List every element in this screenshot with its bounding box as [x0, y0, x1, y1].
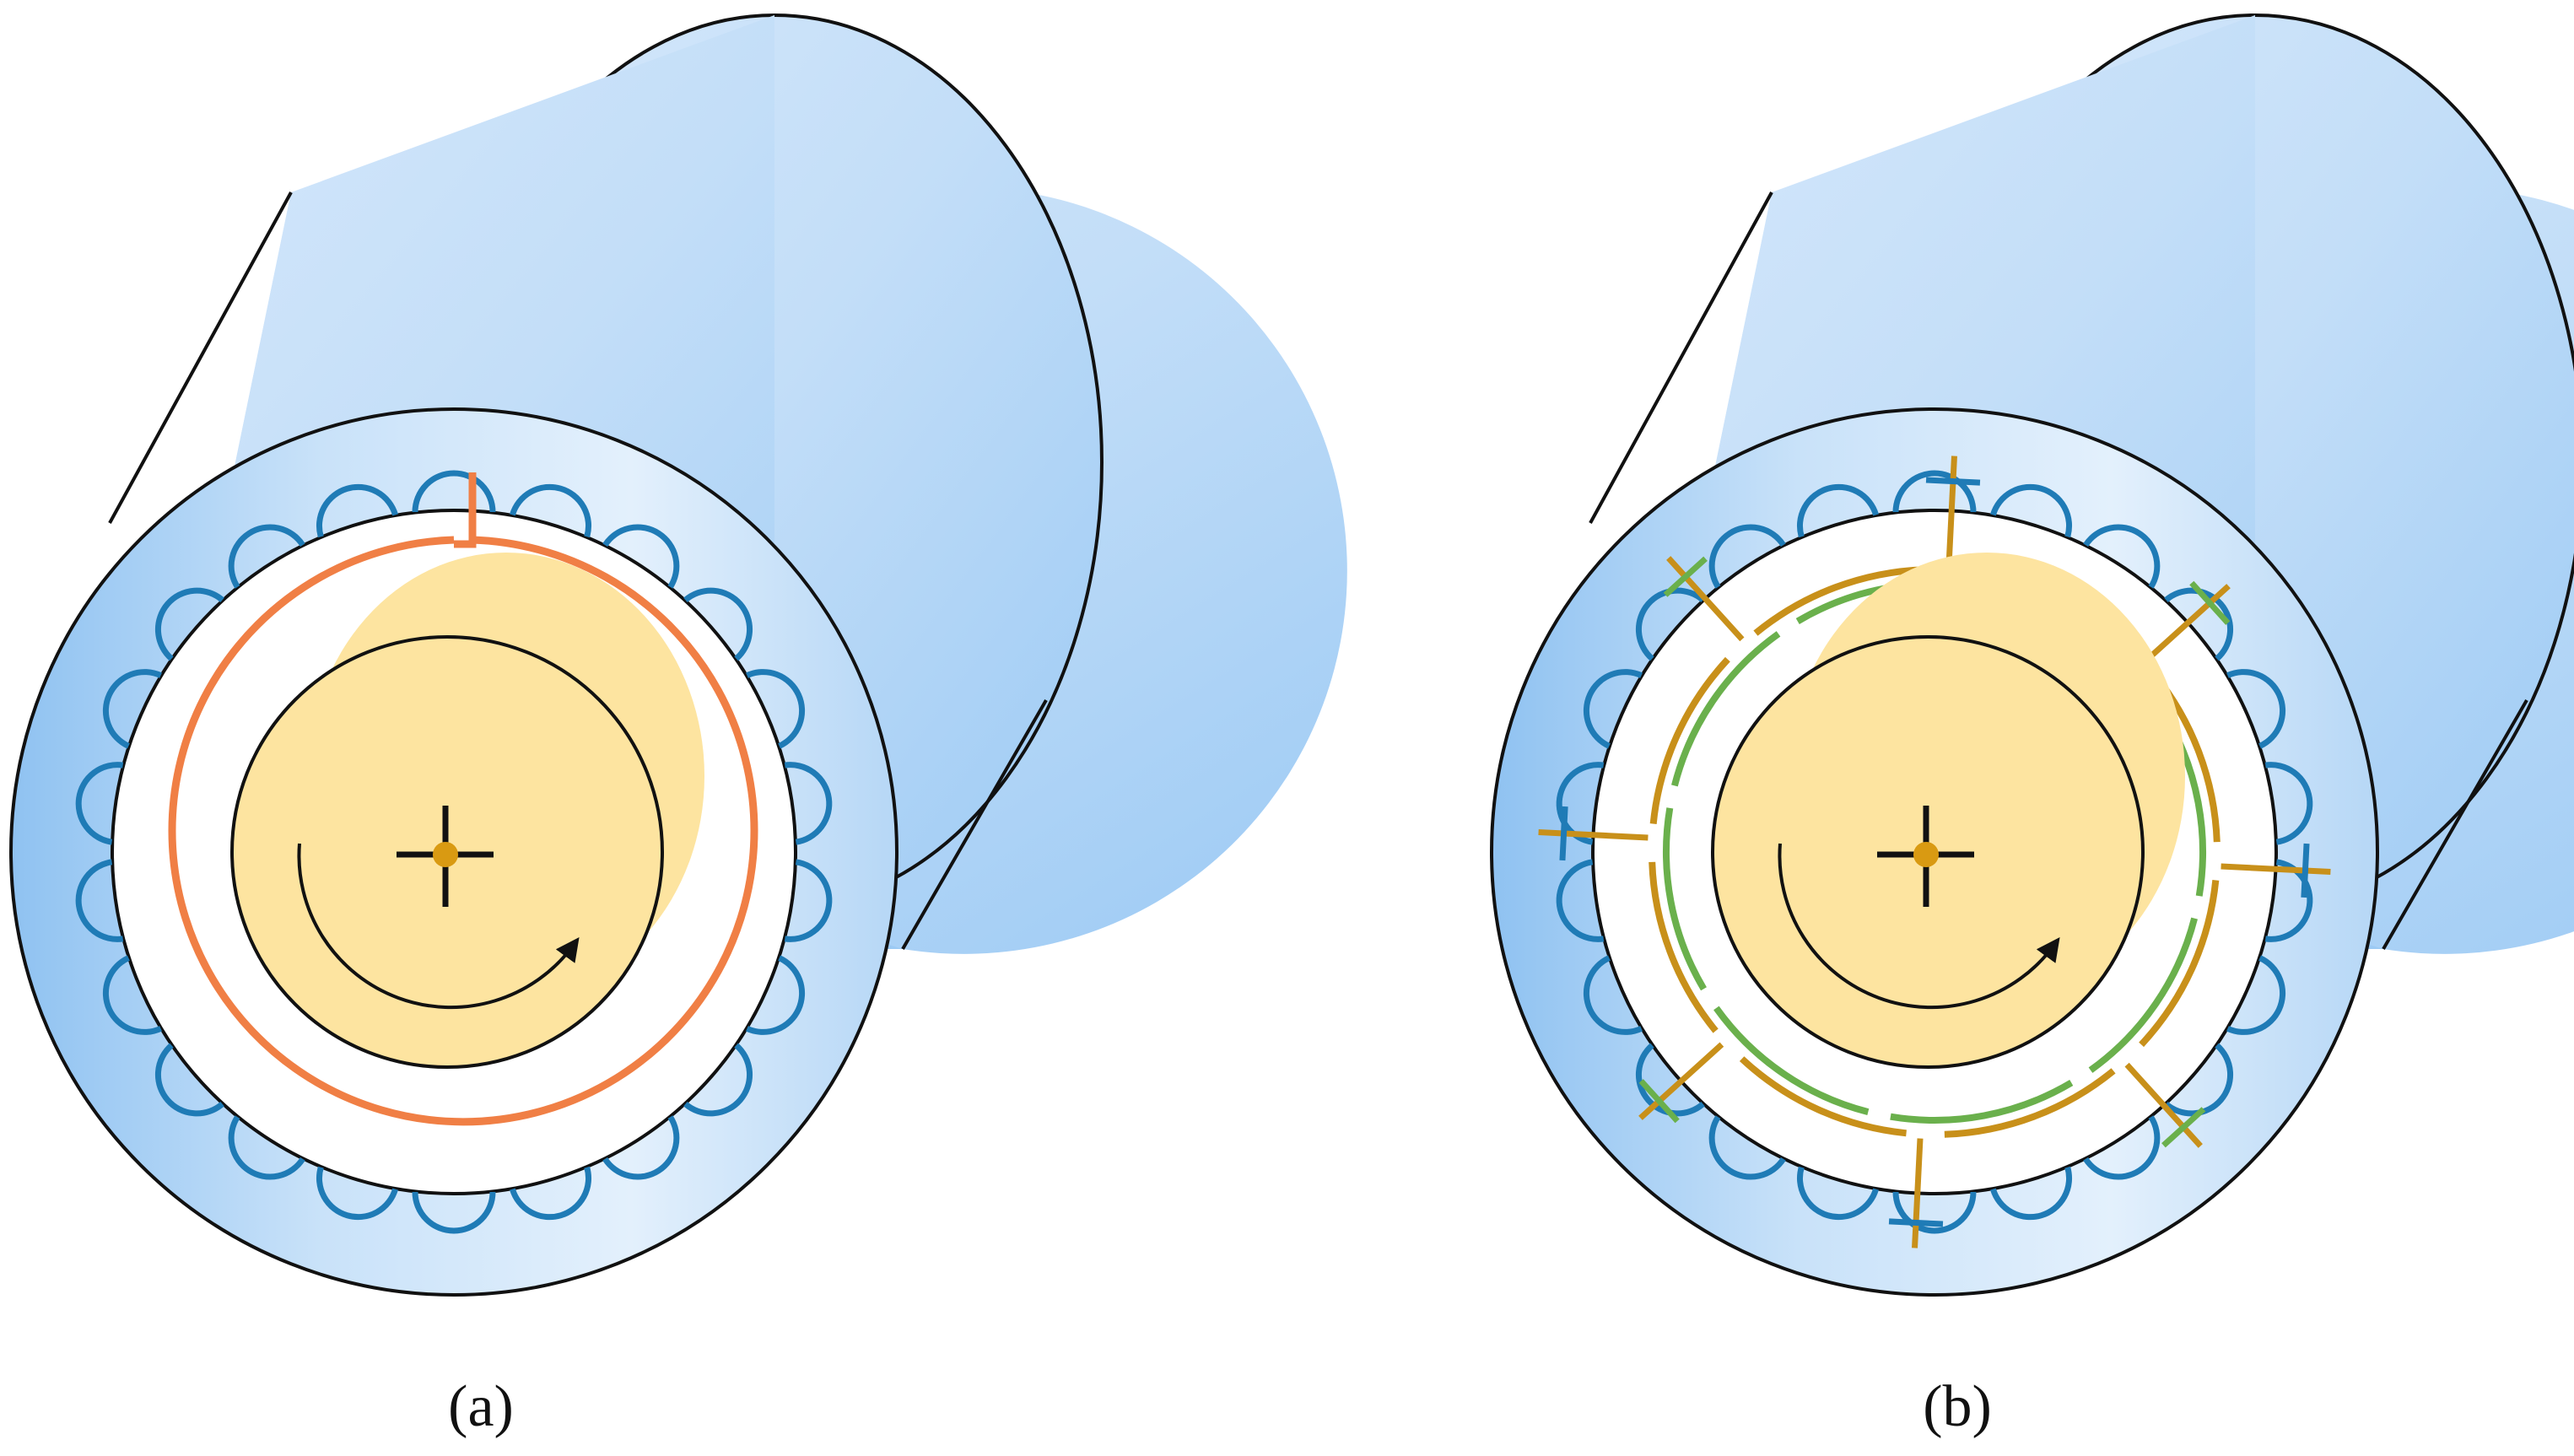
bump-arc	[1892, 470, 1977, 513]
foil-tab-cap	[1638, 1079, 1680, 1124]
bump-arc	[1635, 1043, 1705, 1117]
foil-tab	[2221, 863, 2331, 875]
foil-tab	[1945, 456, 1957, 566]
bump-arc	[683, 1043, 753, 1117]
bump-arc	[412, 1191, 496, 1234]
top-foil-leaf	[1649, 656, 1730, 824]
housing-bottom-edge	[901, 699, 1048, 950]
housing-bottom-edge	[2382, 699, 2528, 950]
foil-tab	[1666, 556, 1745, 642]
bump-arc	[228, 524, 305, 589]
top-foil-leaf	[1753, 566, 1925, 636]
bump-arc	[2083, 524, 2161, 589]
bump-arc	[510, 484, 591, 538]
foil-tab	[2145, 584, 2231, 662]
bump-arc	[316, 484, 398, 538]
bump-arc	[228, 1115, 305, 1180]
bump-arc	[784, 762, 833, 845]
foil-tab-cap	[1559, 806, 1568, 861]
foil-tab-cap	[1663, 556, 1708, 597]
bump-arc	[746, 669, 805, 749]
top-foil-leaf	[1739, 1056, 1907, 1137]
top-foil-leaf	[1713, 1006, 1870, 1115]
bump-arc	[76, 859, 124, 942]
bump-arc	[510, 1166, 591, 1221]
bump-arc	[102, 955, 162, 1035]
bump-arc	[154, 587, 224, 661]
rotation-arrow-icon	[297, 843, 580, 1010]
bump-arc	[1797, 484, 1879, 538]
top-foil	[168, 477, 758, 1126]
bump-arc	[1797, 1166, 1879, 1221]
bump-arc	[746, 955, 806, 1035]
bump-arc	[1635, 587, 1705, 661]
panel-b	[1490, 13, 2574, 1297]
top-foil-leaf	[1890, 1080, 2074, 1124]
bump-arc	[1557, 859, 1605, 942]
foil-tab-cap	[1925, 477, 1981, 486]
caption-b: (b)	[1923, 1374, 1992, 1439]
foil-tab-cap	[2161, 1107, 2206, 1148]
housing-top-edge	[108, 191, 293, 524]
foil-tab-cap	[2301, 843, 2310, 898]
bump-arc	[1708, 524, 1786, 589]
crosshair-icon	[1877, 806, 1974, 907]
panel-a	[9, 13, 1347, 1297]
foil-tab	[1638, 1042, 1724, 1120]
bump-arc	[1584, 669, 1643, 749]
bump-foil	[1556, 470, 2313, 1234]
bump-arc	[154, 1043, 224, 1117]
bump-arc	[784, 859, 832, 942]
housing-top-edge	[1589, 191, 1773, 524]
bump-foil	[75, 470, 833, 1234]
caption-a: (a)	[448, 1374, 514, 1439]
foil-tab	[1912, 1138, 1924, 1248]
bump-arc	[2164, 587, 2234, 661]
foil-tab	[2124, 1062, 2203, 1148]
bump-arc	[2264, 762, 2313, 845]
bump-arc	[2226, 955, 2286, 1035]
foil-tab-cap	[1888, 1218, 1944, 1227]
rotation-arrow-icon	[1778, 843, 2060, 1010]
bump-arc	[1708, 1115, 1786, 1180]
bump-arc	[103, 669, 162, 749]
bump-arc	[602, 524, 680, 589]
bump-arc	[1892, 1191, 1977, 1234]
top-foil-leaf	[2139, 880, 2220, 1048]
bump-arc	[683, 587, 753, 661]
bump-arc	[602, 1115, 680, 1180]
bump-arc	[1583, 955, 1643, 1035]
bump-arc	[75, 762, 124, 845]
foil-tab	[1538, 829, 1649, 841]
top-foil-leaf	[1671, 631, 1781, 787]
top-foil-leaf	[1944, 1068, 2116, 1138]
bump-arc	[2226, 669, 2285, 749]
top-foil-end	[454, 472, 477, 548]
bump-arc	[2164, 1043, 2234, 1117]
bump-arc	[412, 470, 496, 513]
crosshair-icon	[397, 806, 494, 907]
top-foil-leaf	[1649, 861, 1719, 1033]
bump-arc	[316, 1166, 398, 1221]
top-foil-leaf	[2088, 917, 2198, 1073]
bump-arc	[1990, 1166, 2072, 1221]
bump-arc	[1990, 484, 2072, 538]
foil-tab-cap	[2189, 580, 2231, 625]
bump-arc	[2083, 1115, 2161, 1180]
top-foil-leaf	[1663, 807, 1707, 991]
